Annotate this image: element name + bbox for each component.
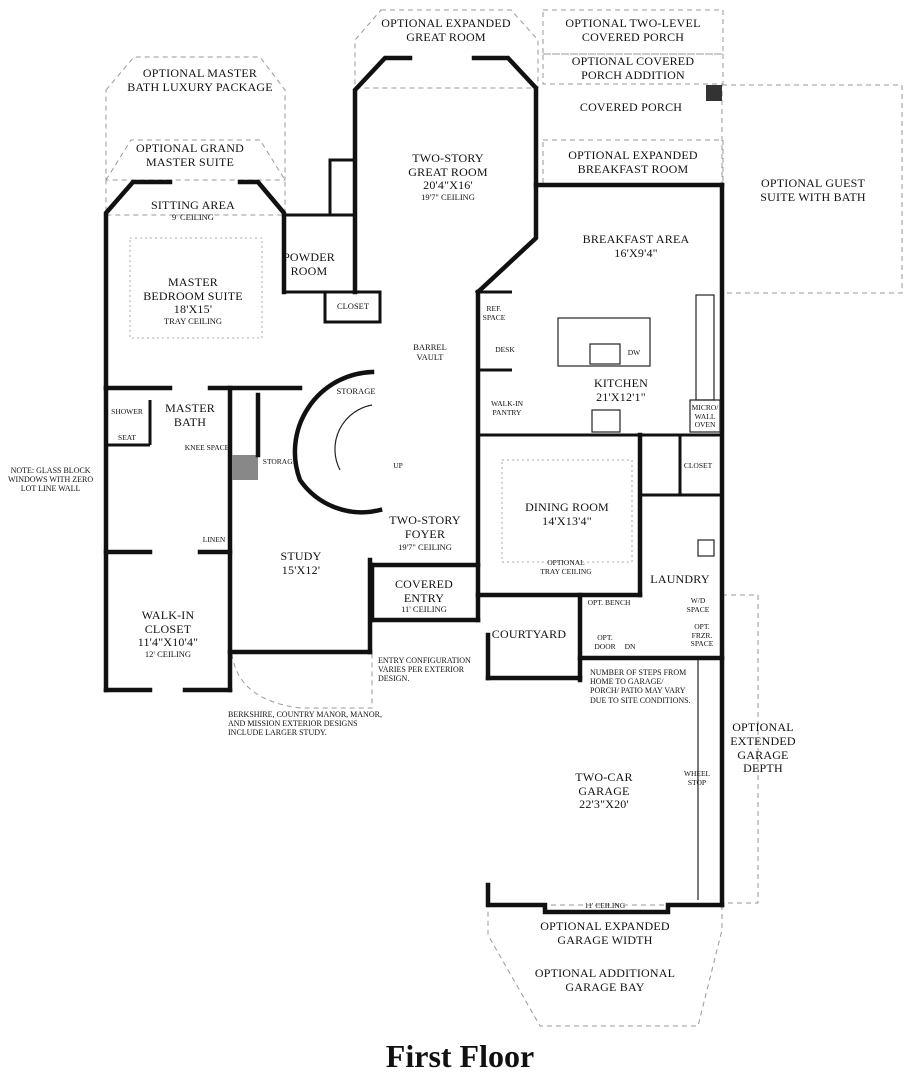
label-kitchen-dim: 21'X12'1" xyxy=(596,390,646,404)
label-garage: TWO-CAR GARAGE xyxy=(575,770,633,798)
label-micro-oven: MICRO/ WALL OVEN xyxy=(691,403,719,430)
label-shower: SHOWER xyxy=(111,407,143,416)
label-great-room-dim: 20'4"X16' xyxy=(423,178,473,192)
label-optional-covered-porch-addition: OPTIONAL COVERED PORCH ADDITION xyxy=(571,54,695,82)
label-breakfast-area: BREAKFAST AREA xyxy=(582,232,690,246)
label-laundry: LAUNDRY xyxy=(650,572,710,586)
label-opt-door: OPT. DOOR xyxy=(594,633,616,651)
label-sitting-area: SITTING AREA xyxy=(150,198,236,212)
label-optional-expanded-great-room: OPTIONAL EXPANDED GREAT ROOM xyxy=(381,16,511,44)
label-optional-two-level-porch: OPTIONAL TWO-LEVEL COVERED PORCH xyxy=(565,16,701,44)
label-master-bedroom-ceiling: TRAY CEILING xyxy=(163,316,223,326)
label-frzr-space: OPT. FRZR. SPACE xyxy=(690,622,714,649)
label-optional-extended-garage-depth: OPTIONAL EXTENDED GARAGE DEPTH xyxy=(730,720,796,776)
label-closet-b: CLOSET xyxy=(683,461,713,470)
label-opt-bench: OPT. BENCH xyxy=(587,598,631,607)
label-sitting-ceiling: 9' CEILING xyxy=(172,212,214,222)
note-steps: NUMBER OF STEPS FROM HOME TO GARAGE/ POR… xyxy=(590,668,691,705)
label-desk: DESK xyxy=(495,345,515,354)
label-foyer: TWO-STORY FOYER xyxy=(389,513,461,541)
label-kitchen: KITCHEN xyxy=(593,376,649,390)
label-storage-a: STORAGE xyxy=(336,386,376,396)
label-breakfast-dim: 16'X9'4" xyxy=(614,246,658,260)
label-dw: DW xyxy=(627,348,641,357)
floor-title: First Floor xyxy=(385,1038,535,1074)
optional-outlines xyxy=(105,9,903,1027)
label-walkin-pantry: WALK-IN PANTRY xyxy=(490,399,524,417)
label-dining-ceiling: OPTIONAL TRAY CEILING xyxy=(540,558,592,576)
label-closet-a: CLOSET xyxy=(336,301,370,311)
label-great-room: TWO-STORY GREAT ROOM xyxy=(408,151,488,179)
label-storage-b: STORAGE xyxy=(262,457,298,466)
label-optional-expanded-breakfast: OPTIONAL EXPANDED BREAKFAST ROOM xyxy=(568,148,698,176)
label-courtyard: COURTYARD xyxy=(491,627,567,641)
walls xyxy=(103,55,725,915)
note-entry-configuration: ENTRY CONFIGURATION VARIES PER EXTERIOR … xyxy=(378,656,471,684)
label-master-bedroom-dim: 18'X15' xyxy=(173,302,213,316)
label-optional-master-bath-luxury: OPTIONAL MASTER BATH LUXURY PACKAGE xyxy=(127,66,273,94)
label-garage-dim: 22'3"X20' xyxy=(579,797,629,811)
label-optional-expanded-garage-width: OPTIONAL EXPANDED GARAGE WIDTH xyxy=(540,919,670,947)
label-great-room-ceiling: 19'7" CEILING xyxy=(421,192,475,202)
label-master-bedroom: MASTER BEDROOM SUITE xyxy=(143,275,243,303)
label-powder-room: POWDER ROOM xyxy=(283,250,335,278)
label-ref-space: REF. SPACE xyxy=(482,304,506,322)
label-foyer-ceiling: 19'7" CEILING xyxy=(398,542,452,552)
label-covered-entry: COVERED ENTRY xyxy=(394,577,454,605)
label-master-bath: MASTER BATH xyxy=(165,401,215,429)
label-linen: LINEN xyxy=(202,535,226,544)
label-covered-porch: COVERED PORCH xyxy=(579,100,683,114)
label-up: UP xyxy=(393,461,403,470)
label-walkin-closet-dim: 11'4"X10'4" xyxy=(137,635,199,649)
label-wheel-stop: WHEEL STOP xyxy=(683,769,711,787)
label-study: STUDY xyxy=(280,549,322,563)
label-wd-space: W/D SPACE xyxy=(686,596,710,614)
label-barrel-vault: BARREL VAULT xyxy=(413,342,447,362)
note-larger-study: BERKSHIRE, COUNTRY MANOR, MANOR, AND MIS… xyxy=(228,710,382,738)
label-optional-grand-master-suite: OPTIONAL GRAND MASTER SUITE xyxy=(135,141,245,169)
label-walkin-closet-ceiling: 12' CEILING xyxy=(144,649,192,659)
label-entry-ceiling: 11' CEILING xyxy=(401,604,447,614)
label-seat: SEAT xyxy=(118,433,136,442)
label-optional-additional-garage-bay: OPTIONAL ADDITIONAL GARAGE BAY xyxy=(534,966,676,994)
label-study-dim: 15'X12' xyxy=(281,563,321,577)
label-dn: DN xyxy=(624,642,636,651)
label-optional-guest-suite: OPTIONAL GUEST SUITE WITH BATH xyxy=(760,176,866,204)
label-dining-room: DINING ROOM xyxy=(525,500,609,514)
label-garage-ceiling: 11' CEILING xyxy=(584,901,626,910)
note-glass-block: NOTE: GLASS BLOCK WINDOWS WITH ZERO LOT … xyxy=(8,466,94,494)
label-walkin-closet: WALK-IN CLOSET xyxy=(141,608,195,636)
label-knee-space: KNEE SPACE xyxy=(184,443,230,452)
label-dining-dim: 14'X13'4" xyxy=(542,514,592,528)
